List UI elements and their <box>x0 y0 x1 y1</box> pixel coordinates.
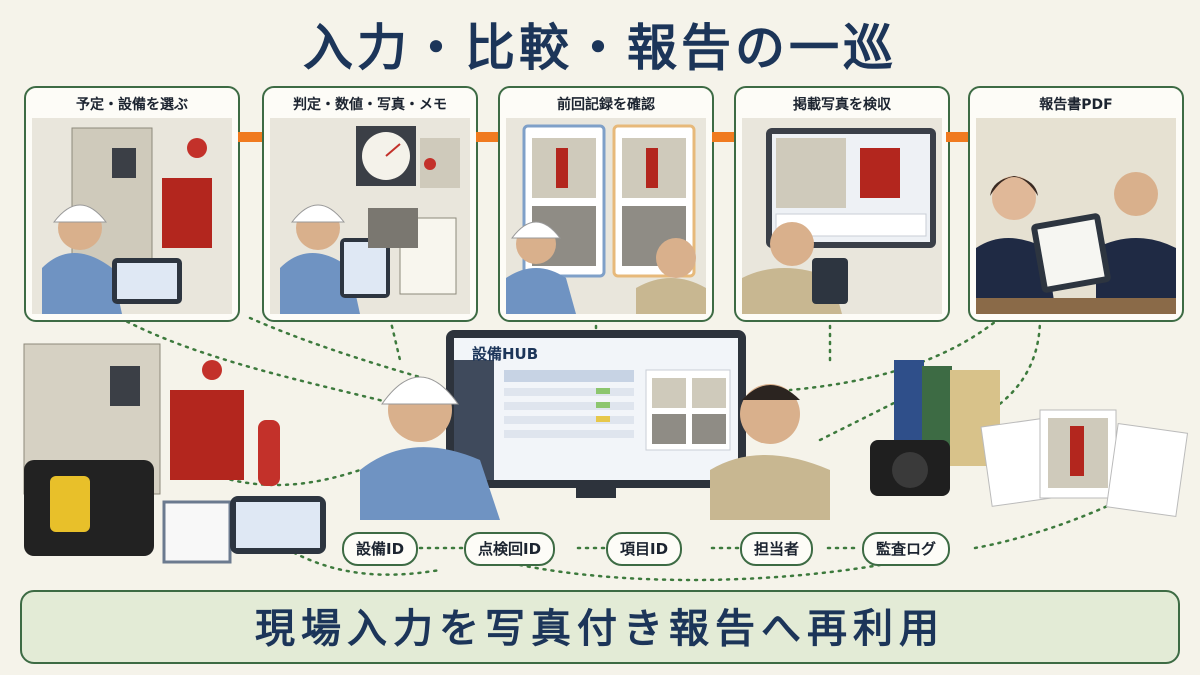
step-panel-compare: 前回記録を確認 <box>498 86 714 322</box>
equipment-tools-illustration <box>23 343 326 564</box>
step-label: 掲載写真を検収 <box>793 97 891 113</box>
worker-with-tablet-illustration <box>32 118 232 314</box>
step-panel-review-photos: 掲載写真を検収 <box>734 86 950 322</box>
key-pill: 監査ログ <box>862 532 951 566</box>
records-camera-photos-illustration <box>870 360 1189 518</box>
step-label: 前回記録を確認 <box>557 97 655 113</box>
report-meeting-illustration <box>976 118 1176 314</box>
hub-workers-illustration <box>360 376 830 520</box>
key-pill: 項目ID <box>606 532 683 566</box>
summary-banner: 現場入力を写真付き報告へ再利用 <box>20 590 1180 664</box>
step-label: 判定・数値・写真・メモ <box>293 97 447 113</box>
key-pill: 設備ID <box>342 532 419 566</box>
worker-recording-illustration <box>270 118 470 314</box>
page-title: 入力・比較・報告の一巡 <box>303 19 897 77</box>
hub-title: 設備HUB <box>472 345 539 363</box>
step-panel-report-pdf: 報告書PDF <box>968 86 1184 322</box>
step-panel-input: 判定・数値・写真・メモ <box>262 86 478 322</box>
key-pill: 担当者 <box>740 532 814 566</box>
photo-review-illustration <box>742 118 942 314</box>
step-panel-select: 予定・設備を選ぶ <box>24 86 240 322</box>
step-label: 報告書PDF <box>1039 97 1113 113</box>
step-label: 予定・設備を選ぶ <box>76 97 188 113</box>
compare-previous-illustration <box>506 118 706 314</box>
key-pill: 点検回ID <box>464 532 556 566</box>
